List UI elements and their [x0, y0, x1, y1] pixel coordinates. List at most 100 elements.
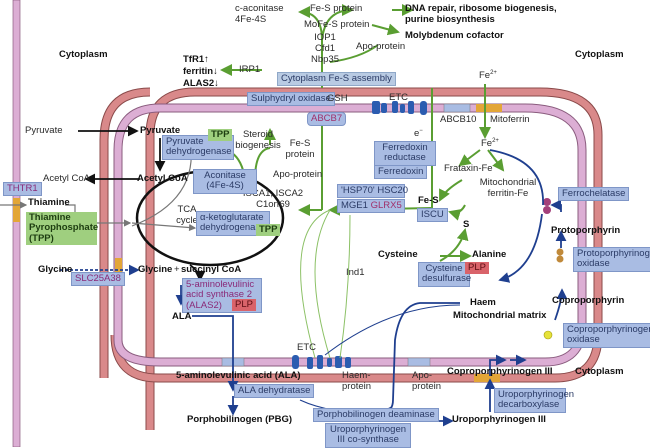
apo-protein-matrix-label: Apo-protein	[273, 169, 323, 180]
mitochondrial-matrix-label: Mitochondrial matrix	[453, 310, 547, 321]
mitoferrin-transporter	[476, 104, 502, 112]
ala-full-label: 5-aminolevulinic acid (ALA)	[176, 370, 301, 381]
pyruvate-matrix-label: Pyruvate	[140, 125, 181, 136]
irp-target-ferritin: ferritin↓	[183, 66, 218, 77]
uroporphyrinogen-iii-label: Uroporphyrinogen III	[452, 414, 546, 425]
fes-protein-matrix-label2: protein	[285, 149, 315, 160]
glycine-matrix-label: Glycine	[138, 264, 173, 275]
pyruvate-dehydrogenase-box: Pyruvate dehydrogenase	[162, 135, 234, 160]
pyruvate-cytoplasm-label: Pyruvate	[25, 125, 63, 136]
abcb7-box: ABCB7	[307, 112, 347, 127]
isca-label: ISCA1, ISCA2	[242, 188, 304, 199]
mofes-protein-label: MoFe-S protein	[304, 19, 370, 30]
uro-cosynthase-box: Uroporphyrinogen III co-synthase	[325, 423, 411, 448]
inner-membrane	[114, 104, 586, 366]
fe-inside-label: Fe2+	[481, 138, 499, 150]
ferredoxin-box: Ferredoxin	[374, 165, 428, 180]
thiamine-label: Thiamine	[28, 197, 70, 208]
dna-repair-label: DNA repair, ribosome biogenesis,	[405, 3, 557, 14]
mito-ferritin-fe-label: ferritin-Fe	[487, 188, 529, 199]
mge1-glrx5-box: MGE1 GLRX5	[337, 199, 405, 214]
protoporphyrin-label: Protoporphyrin	[551, 225, 621, 236]
ferrochelatase-box: Ferrochelatase	[558, 187, 630, 202]
cytoplasm-label-bottom: Cytoplasm	[575, 366, 624, 377]
irp-target-alas2: ALAS2↓	[183, 78, 219, 89]
copro-oxidase-box: Coproporphyrinogen oxidase	[563, 323, 650, 348]
cysteine-label: Cysteine	[378, 249, 418, 260]
fes-label: Fe-S	[418, 195, 439, 206]
ala-dehydratase-box: ALA dehydratase	[234, 384, 315, 399]
haem-protein-label: Haem-	[342, 370, 371, 381]
tca-label: TCA	[177, 204, 197, 215]
hsp70-hsc20-box: 'HSP70' HSC20	[337, 184, 408, 199]
acetyl-coa-cytoplasm-label: Acetyl CoA	[43, 173, 90, 184]
sulfur-label: S	[463, 219, 470, 230]
plp-cysteine-box: PLP	[465, 262, 489, 275]
ferrochelatase-marker	[543, 198, 551, 206]
irp1-label: IRP1	[239, 64, 261, 75]
slc25a38-transporter	[115, 258, 122, 276]
cytoplasm-label-right: Cytoplasm	[575, 49, 624, 60]
steroid-label: Steroid	[242, 129, 274, 140]
tpp-akgdh-box: TPP	[256, 224, 281, 237]
cfd1-label: Cfd1	[314, 43, 336, 54]
etc-bottom-label: ETC	[297, 342, 316, 353]
succinyl-coa-label: succinyl CoA	[181, 264, 242, 275]
c-aconitase-label: c-aconitase	[235, 3, 284, 14]
purine-biosynthesis-label: purine biosynthesis	[405, 14, 495, 25]
steroid-biogenesis-label: biogenesis	[235, 140, 281, 151]
iop1-label: IOP1	[314, 32, 336, 43]
mito-ferritin-label: Mitochondrial	[479, 177, 537, 188]
tpp-box: Thiamine Pyrophosphate (TPP)	[26, 212, 98, 246]
fes-protein-label: Fe-S protein	[310, 3, 363, 14]
pbg-deaminase-box: Porphobilinogen deaminase	[313, 408, 439, 423]
ala-label: ALA	[172, 311, 192, 322]
fe-outside-label: Fe2+	[479, 70, 497, 82]
abcb10-label: ABCB10	[440, 114, 477, 125]
protoporphyrinogen-oxidase-marker	[556, 248, 564, 256]
apo-protein-label2: protein	[412, 381, 442, 392]
electron-label: e−	[414, 128, 423, 140]
slc25a38-box: SLC25A38	[71, 272, 125, 287]
coproporphyrinogen-iii-label: Coproporphyrinogen III	[447, 366, 553, 377]
proto-oxidase-box: Protoporphyrinogen oxidase	[573, 247, 650, 272]
coproporphyrin-label: Coproporphyrin	[552, 295, 625, 306]
outer-transporter	[474, 374, 500, 382]
etc-top-complexes	[372, 101, 427, 115]
sulphydryl-oxidase-box: Sulphydryl oxidase	[247, 92, 335, 107]
cysteine-desulfurase-box: Cysteine desulfurase	[418, 262, 471, 287]
cell-membrane	[12, 0, 21, 447]
mitoferrin-label: Mitoferrin	[490, 114, 530, 125]
thtr1-box: THTR1	[3, 182, 42, 197]
haem-protein-label2: protein	[342, 381, 372, 392]
c1orf69-label: C1orf69	[256, 199, 290, 210]
gsh-label: GSH	[327, 93, 348, 104]
acetyl-coa-matrix-label: Acetyl CoA	[137, 173, 188, 184]
nbp35-label: Nbp35	[311, 54, 339, 65]
cycle-label: cycle	[176, 215, 198, 226]
glycine-cytoplasm-label: Glycine	[38, 264, 73, 275]
etc-top-label: ETC	[389, 92, 408, 103]
tpp-pdh-box: TPP	[208, 129, 233, 142]
fes-protein-matrix-label: Fe-S	[289, 138, 311, 149]
molybdenum-cofactor-label: Molybdenum cofactor	[405, 30, 504, 41]
plp-alas2-box: PLP	[232, 299, 256, 312]
apo-protein-label: Apo-	[412, 370, 433, 381]
apo-protein-cyto-label: Apo-protein	[356, 41, 406, 52]
ind1-label: Ind1	[346, 267, 365, 278]
aconitase-box: Aconitase(4Fe-4S)	[193, 169, 257, 194]
plus-sign: +	[174, 264, 180, 275]
irp-target-tfr1: TfR1↑	[183, 54, 209, 65]
alanine-label: Alanine	[472, 249, 507, 260]
coproporphyrinogen-oxidase-marker	[543, 330, 553, 340]
haem-label: Haem	[470, 297, 496, 308]
uro-decarboxylase-box: Uroporphyrinogen decarboxylase	[494, 388, 574, 413]
ferredoxin-reductase-box: Ferredoxin reductase	[374, 141, 436, 166]
c-aconitase-cluster: 4Fe-4S	[235, 14, 267, 25]
frataxin-fe-label: Frataxin-Fe	[444, 163, 493, 174]
pbg-label: Porphobilinogen (PBG)	[187, 414, 293, 425]
etc-bottom-complexes	[292, 355, 351, 369]
abcb10-transporter	[443, 103, 471, 113]
